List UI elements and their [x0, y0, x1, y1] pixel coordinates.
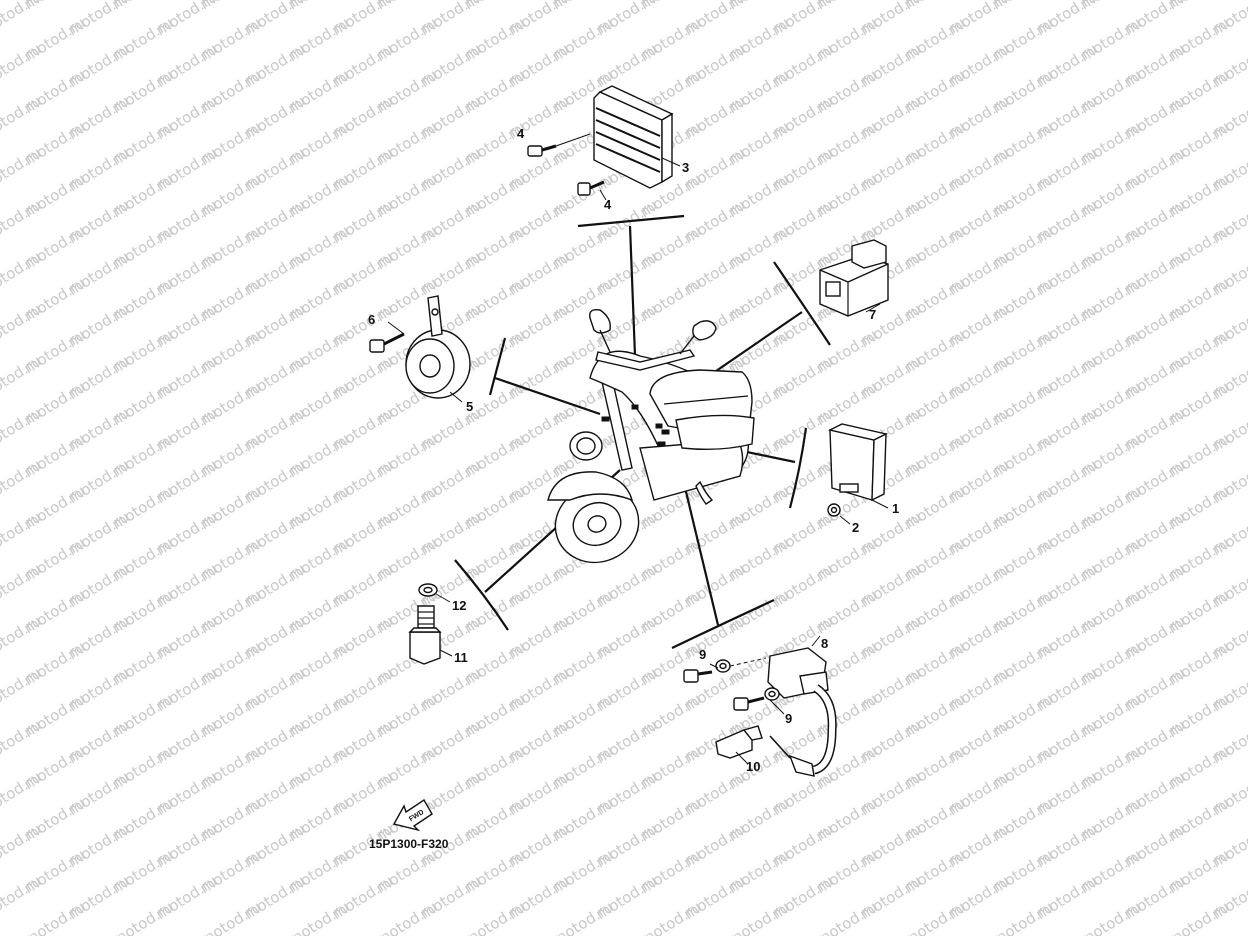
callout-11: 11 — [454, 650, 468, 665]
rectifier-regulator-part — [593, 85, 674, 189]
watermark-text: motod.ru — [549, 898, 617, 936]
callout-5: 5 — [466, 399, 473, 414]
callout-6: 6 — [368, 312, 375, 327]
callout-labels: 1 2 3 4 4 5 6 7 8 9 9 10 11 12 — [368, 126, 899, 774]
watermark-text: motod.ru — [0, 300, 44, 352]
watermark-text: motod.ru — [0, 0, 44, 39]
neutral-switch-part-11 — [408, 605, 442, 665]
spark-plug-cap-part-10 — [715, 725, 763, 759]
callout-8: 8 — [821, 636, 828, 651]
watermark-text: motod.ru — [0, 768, 44, 820]
washer-part-9a — [715, 659, 731, 673]
watermark-text: motod.ru — [637, 898, 705, 936]
watermark-text: motod.ru — [285, 898, 353, 936]
watermark-text: motod.ru — [373, 898, 441, 936]
watermark-text: motod.ru — [21, 898, 89, 936]
watermark-text: motod.ru — [0, 352, 44, 404]
watermark-text: motod.ru — [0, 820, 44, 872]
bolt-part-4b — [577, 180, 605, 196]
watermark-text: motod.ru — [0, 612, 44, 664]
watermark-text: motod.ru — [0, 196, 44, 248]
watermark-text: motod.ru — [989, 898, 1057, 936]
ignition-coil-part — [767, 647, 837, 777]
bolt-part-6 — [369, 332, 405, 353]
washer-part-9b — [764, 687, 780, 701]
nut-part-2 — [827, 503, 841, 517]
callout-10: 10 — [746, 759, 760, 774]
callout-leaders — [387, 133, 889, 765]
callout-1: 1 — [892, 501, 899, 516]
watermark-text: motod.ru — [109, 898, 177, 936]
watermark-text: motod.ru — [0, 144, 44, 196]
diagram-code: 15P1300-F320 — [369, 837, 449, 851]
bolt-part-9a — [683, 669, 713, 683]
watermark-text: motod.ru — [813, 898, 881, 936]
horn-part — [405, 295, 471, 399]
motorcycle-illustration — [547, 308, 755, 564]
watermark-text: motod.ru — [0, 664, 44, 716]
watermark-text: motod.ru — [0, 560, 44, 612]
watermark-text: motod.ru — [0, 92, 44, 144]
watermark-text: motod.ru — [1077, 898, 1145, 936]
callout-12: 12 — [452, 598, 466, 613]
callout-7: 7 — [869, 307, 876, 322]
watermark-text: motod.ru — [1165, 898, 1233, 936]
callout-4-upper: 4 — [517, 126, 525, 141]
watermark-text: motod.ru — [0, 40, 44, 92]
watermark-text: motod.ru — [725, 898, 793, 936]
washer-part-12 — [418, 583, 438, 597]
watermark-text: motod.ru — [0, 716, 44, 768]
watermark-text: motod.ru — [0, 872, 44, 924]
watermark-text: motod.ru — [461, 898, 529, 936]
callout-3: 3 — [682, 160, 689, 175]
watermark-text: motod.ru — [0, 508, 44, 560]
callout-2: 2 — [852, 520, 859, 535]
watermark-text: motod.ru — [0, 456, 44, 508]
watermark-text: motod.ru — [197, 898, 265, 936]
bolt-part-4a — [527, 144, 557, 157]
callout-9-upper: 9 — [699, 647, 706, 662]
fwd-arrow-icon: FWD — [392, 799, 433, 832]
watermark-text: motod.ru — [901, 898, 969, 936]
bolt-part-9b — [733, 696, 765, 711]
cdi-unit-part — [827, 423, 889, 502]
relay-part — [819, 239, 889, 317]
watermark-text: motod.ru — [0, 248, 44, 300]
callout-9-lower: 9 — [785, 711, 792, 726]
callout-4-lower: 4 — [604, 197, 612, 212]
watermark-text: motod.ru — [0, 404, 44, 456]
